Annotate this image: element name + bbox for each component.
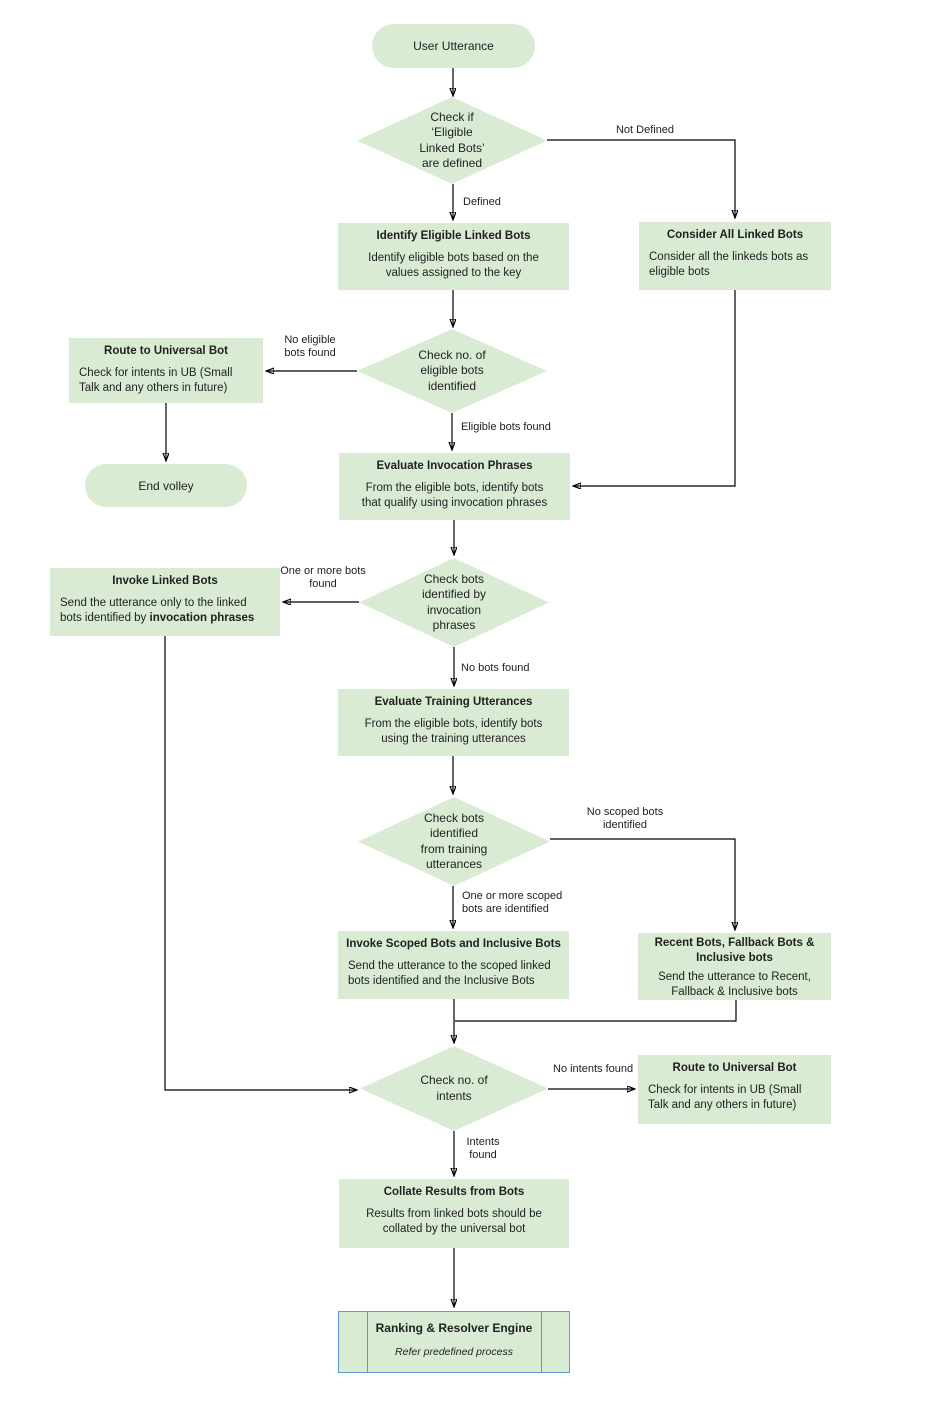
node-title: Evaluate Training Utterances: [374, 696, 533, 708]
decision-intents-count: Check no. of intents: [360, 1046, 548, 1131]
node-body: Identify eligible bots based on the valu…: [368, 252, 539, 279]
edge-label-not-defined: Not Defined: [615, 124, 675, 136]
node-title: Evaluate Invocation Phrases: [376, 460, 533, 472]
edge-label-one-or-more-bots-found: One or more bots found: [280, 565, 366, 590]
decision-text: Check bots identified from training utte…: [420, 810, 488, 872]
node-title: Invoke Scoped Bots and Inclusive Bots: [346, 938, 561, 950]
node-end-volley: End volley: [85, 464, 247, 507]
node-user-utterance: User Utterance: [372, 24, 535, 68]
node-body: Consider all the linkeds bots as eligibl…: [649, 251, 809, 278]
node-title: Collate Results from Bots: [383, 1186, 525, 1198]
node-title: Recent Bots, Fallback Bots & Inclusive b…: [654, 937, 815, 964]
node-body: Check for intents in UB (Small Talk and …: [79, 367, 233, 394]
decision-text: Check if ‘Eligible Linked Bots’ are defi…: [419, 109, 485, 171]
edge-label-eligible-bots-found: Eligible bots found: [461, 421, 551, 433]
decision-text: Check no. of eligible bots identified: [418, 347, 486, 393]
node-subtitle: Refer predefined process: [395, 1346, 513, 1358]
process-route-to-universal-bot-2: Route to Universal Bot Check for intents…: [638, 1055, 831, 1124]
process-identify-eligible-linked-bots: Identify Eligible Linked Bots Identify e…: [338, 223, 569, 290]
edge-label-no-scoped-bots-identified: No scoped bots identified: [586, 806, 664, 831]
process-consider-all-linked-bots: Consider All Linked Bots Consider all th…: [639, 222, 831, 290]
decision-bots-from-training-utterances: Check bots identified from training utte…: [358, 797, 550, 886]
edge-label-defined: Defined: [463, 196, 501, 208]
node-title: Invoke Linked Bots: [112, 575, 218, 587]
node-label: End volley: [138, 478, 194, 493]
node-title: Route to Universal Bot: [672, 1062, 797, 1074]
process-evaluate-training-utterances: Evaluate Training Utterances From the el…: [338, 689, 569, 756]
edge-label-no-eligible-bots-found: No eligible bots found: [284, 334, 336, 359]
node-body: Send the utterance to Recent, Fallback &…: [658, 971, 811, 998]
predefined-process-right-bar: [541, 1312, 542, 1372]
decision-bots-by-invocation-phrases: Check bots identified by invocation phra…: [359, 558, 549, 647]
edge-label-no-intents-found: No intents found: [553, 1063, 634, 1075]
node-body: Check for intents in UB (Small Talk and …: [648, 1084, 802, 1111]
process-collate-results-from-bots: Collate Results from Bots Results from l…: [339, 1179, 569, 1248]
predefined-process-ranking-resolver-engine: Ranking & Resolver Engine Refer predefin…: [338, 1311, 570, 1373]
process-evaluate-invocation-phrases: Evaluate Invocation Phrases From the eli…: [339, 453, 570, 520]
node-title: Ranking & Resolver Engine: [375, 1321, 533, 1335]
decision-text: Check bots identified by invocation phra…: [421, 571, 487, 633]
node-title: Route to Universal Bot: [104, 345, 228, 357]
node-title: Consider All Linked Bots: [666, 229, 804, 241]
node-body: Send the utterance to the scoped linked …: [348, 960, 551, 987]
node-body: Results from linked bots should be colla…: [366, 1208, 542, 1235]
node-label: User Utterance: [413, 39, 494, 53]
edge-label-intents-found: Intents found: [466, 1136, 500, 1161]
edge-label-one-or-more-scoped-bots: One or more scoped bots are identified: [462, 890, 563, 915]
process-route-to-universal-bot-1: Route to Universal Bot Check for intents…: [69, 338, 263, 403]
decision-eligible-linked-bots-defined: Check if ‘Eligible Linked Bots’ are defi…: [357, 97, 547, 184]
node-body: From the eligible bots, identify bots us…: [364, 718, 543, 745]
decision-text: Check no. of intents: [420, 1073, 488, 1103]
decision-eligible-bots-count: Check no. of eligible bots identified: [357, 329, 547, 413]
node-body: From the eligible bots, identify bots th…: [361, 482, 548, 509]
process-invoke-linked-bots: Invoke Linked Bots Send the utterance on…: [50, 568, 280, 636]
edge-label-no-bots-found: No bots found: [461, 662, 530, 674]
node-body: Send the utterance only to the linked bo…: [60, 597, 255, 624]
node-title: Identify Eligible Linked Bots: [376, 230, 531, 242]
predefined-process-left-bar: [367, 1312, 368, 1372]
process-invoke-scoped-inclusive-bots: Invoke Scoped Bots and Inclusive Bots Se…: [338, 931, 569, 999]
process-recent-fallback-inclusive-bots: Recent Bots, Fallback Bots & Inclusive b…: [638, 933, 831, 1000]
